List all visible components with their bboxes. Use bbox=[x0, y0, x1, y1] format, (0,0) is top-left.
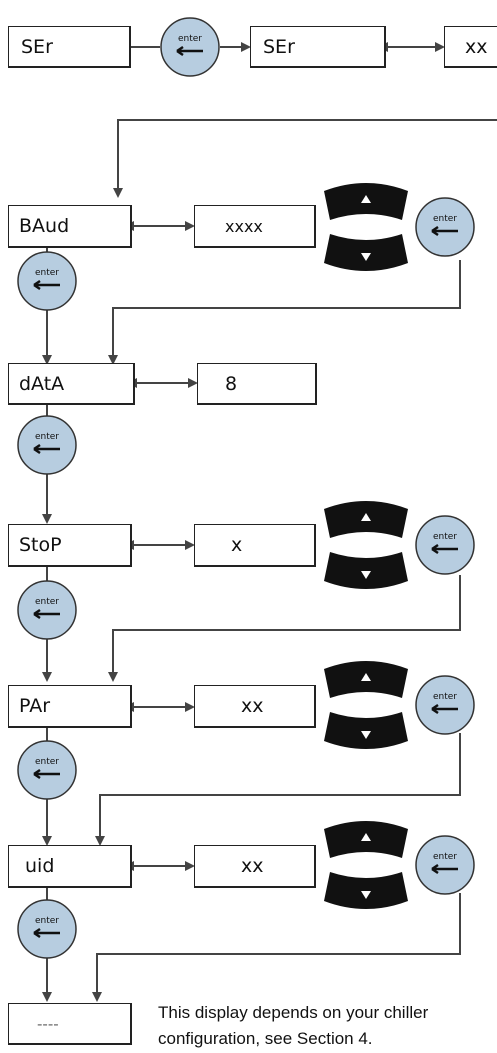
ser-value-box: xx bbox=[444, 26, 497, 68]
svg-text:enter: enter bbox=[35, 916, 59, 926]
data-display-box: dAtA bbox=[8, 363, 135, 405]
uid-value-box: xx bbox=[194, 845, 316, 888]
par-value: xx bbox=[241, 695, 264, 717]
up-down-arrow-pad-icon[interactable] bbox=[324, 821, 408, 909]
up-down-arrow-pad-icon[interactable] bbox=[324, 501, 408, 589]
svg-text:enter: enter bbox=[433, 692, 457, 702]
baud-value: xxxx bbox=[225, 216, 263, 236]
return-line-uid bbox=[92, 893, 461, 1002]
enter-button-icon[interactable]: enter bbox=[17, 415, 77, 475]
svg-text:enter: enter bbox=[433, 532, 457, 542]
baud-display-box: BAud bbox=[8, 205, 132, 248]
par-label: PAr bbox=[19, 695, 51, 717]
svg-text:enter: enter bbox=[433, 214, 457, 224]
stop-label: StoP bbox=[19, 534, 62, 556]
enter-button-icon[interactable]: enter bbox=[415, 197, 475, 257]
note-line-1: This display depends on your chiller bbox=[158, 1003, 429, 1022]
arrow-pads bbox=[324, 183, 408, 909]
enter-button-icon[interactable]: enter bbox=[160, 17, 220, 77]
baud-label: BAud bbox=[19, 215, 70, 237]
enter-button-icon[interactable]: enter bbox=[415, 835, 475, 895]
return-line-stop bbox=[108, 575, 461, 682]
return-line-top bbox=[113, 119, 497, 198]
down-arrow-key-icon bbox=[324, 872, 408, 909]
final-display-value: ---- bbox=[37, 1014, 59, 1033]
down-arrow-key-icon bbox=[324, 234, 408, 271]
enter-button-icon[interactable]: enter bbox=[17, 899, 77, 959]
baud-value-box: xxxx bbox=[194, 205, 316, 248]
up-down-arrow-pad-icon[interactable] bbox=[324, 661, 408, 749]
stop-display-box: StoP bbox=[8, 524, 132, 567]
data-value: 8 bbox=[225, 372, 238, 395]
ser-value: xx bbox=[465, 35, 488, 58]
enter-button-icon[interactable]: enter bbox=[415, 675, 475, 735]
ser-display-box: SEr bbox=[8, 26, 131, 68]
up-down-arrow-pad-icon[interactable] bbox=[324, 183, 408, 271]
par-value-box: xx bbox=[194, 685, 316, 728]
data-label: dAtA bbox=[19, 372, 65, 395]
down-arrow-key-icon bbox=[324, 712, 408, 749]
enter-button-icon[interactable]: enter bbox=[17, 251, 77, 311]
svg-text:enter: enter bbox=[35, 432, 59, 442]
enter-button-icon[interactable]: enter bbox=[17, 580, 77, 640]
svg-text:enter: enter bbox=[35, 597, 59, 607]
enter-buttons: enter enter enter enter enter enter bbox=[17, 17, 475, 959]
uid-value: xx bbox=[241, 855, 264, 877]
stop-value: x bbox=[231, 534, 243, 556]
par-display-box: PAr bbox=[8, 685, 132, 728]
svg-text:enter: enter bbox=[178, 34, 202, 44]
ser-label-2: SEr bbox=[263, 35, 295, 58]
ser-display-box-2: SEr bbox=[250, 26, 386, 68]
configuration-note: This display depends on your chiller con… bbox=[158, 1000, 497, 1052]
final-display-box: ---- bbox=[8, 1003, 132, 1045]
ser-label: SEr bbox=[21, 35, 53, 58]
enter-button-icon[interactable]: enter bbox=[17, 740, 77, 800]
svg-text:enter: enter bbox=[433, 852, 457, 862]
return-line-baud bbox=[108, 260, 461, 365]
return-line-par bbox=[95, 733, 461, 846]
svg-text:enter: enter bbox=[35, 757, 59, 767]
note-line-2: configuration, see Section 4. bbox=[158, 1029, 373, 1048]
data-value-box: 8 bbox=[197, 363, 317, 405]
uid-display-box: uid bbox=[8, 845, 132, 888]
uid-label: uid bbox=[25, 855, 55, 877]
stop-value-box: x bbox=[194, 524, 316, 567]
enter-button-icon[interactable]: enter bbox=[415, 515, 475, 575]
svg-text:enter: enter bbox=[35, 268, 59, 278]
down-arrow-key-icon bbox=[324, 552, 408, 589]
